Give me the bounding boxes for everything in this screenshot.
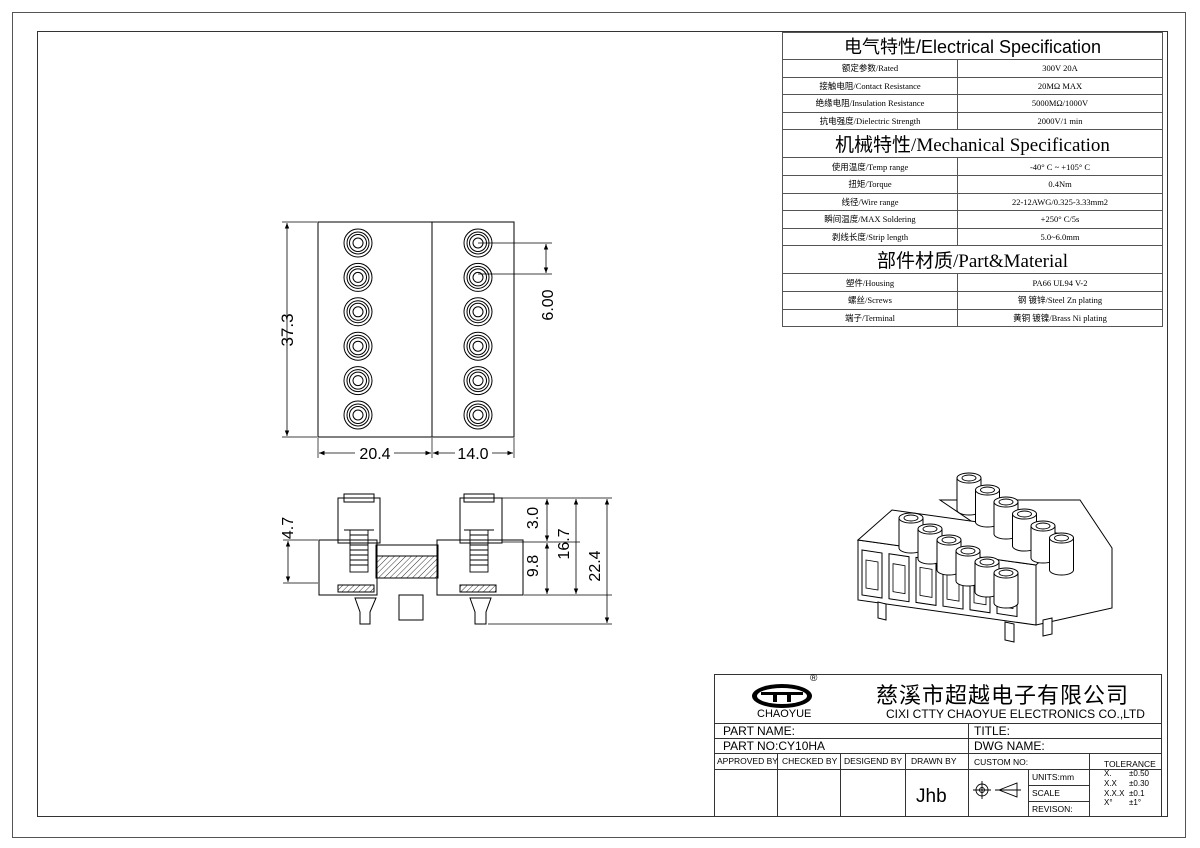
screw-hole-icon — [463, 297, 493, 327]
title-label: TITLE: — [974, 724, 1011, 738]
sheet-border-outer — [12, 12, 1186, 838]
logo-text: CHAOYUE — [757, 708, 812, 720]
screw-hole-icon — [463, 262, 493, 292]
screw-hole-icon — [463, 331, 493, 361]
screw-hole-icon — [343, 297, 373, 327]
tolerance-key: X° — [1104, 798, 1113, 807]
company-name-en: CIXI CTTY CHAOYUE ELECTRONICS CO.,LTD — [886, 707, 1145, 721]
left-screw-holes — [343, 228, 373, 430]
tolerance-title: TOLERANCE — [1104, 759, 1156, 769]
wire-slot — [915, 556, 937, 606]
screw-post-icon — [975, 484, 1000, 528]
screw-hole-icon — [463, 400, 493, 430]
tolerance-value: ±1° — [1129, 798, 1142, 807]
designed-by-label: DESIGEND BY — [844, 756, 903, 766]
tolerance-value: ±0.1 — [1129, 789, 1145, 798]
top-view — [282, 221, 552, 458]
table-row: 使用温度/Temp range-40° C ~ +105° C — [782, 157, 1163, 176]
company-name-cn: 慈溪市超越电子有限公司 — [876, 683, 1130, 708]
checked-by-label: CHECKED BY — [782, 756, 838, 766]
registered-mark: ® — [810, 673, 818, 684]
electrical-title: 电气特性/Electrical Specification — [782, 32, 1163, 60]
screw-post-icon — [1049, 532, 1074, 576]
dim-side-a: 4.7 — [280, 517, 297, 539]
dim-side-e: 22.4 — [587, 550, 604, 581]
dim-side-d: 16.7 — [556, 528, 573, 559]
screw-post-icon — [936, 534, 962, 576]
isometric-view — [856, 472, 1113, 643]
mechanical-title: 机械特性/Mechanical Specification — [782, 129, 1163, 159]
approved-by-label: APPROVED BY — [717, 756, 778, 766]
specification-table: 电气特性/Electrical Specification 额定参数/Rated… — [782, 32, 1163, 328]
part-number: PART NO:CY10HA — [723, 739, 826, 753]
side-view — [283, 493, 612, 625]
screw-hole-icon — [343, 400, 373, 430]
screw-hole-icon — [343, 262, 373, 292]
dwg-name-label: DWG NAME: — [974, 739, 1045, 753]
chaoyue-logo-icon — [752, 684, 812, 708]
tolerance-value: ±0.30 — [1129, 779, 1149, 788]
screw-hole-icon — [343, 366, 373, 396]
screw-post-icon — [974, 556, 1000, 598]
tolerance-key: X. — [1104, 769, 1112, 778]
wire-slot — [888, 553, 910, 603]
custom-no-label: CUSTOM NO: — [974, 757, 1029, 767]
wire-slot — [861, 549, 883, 599]
dim-side-b: 3.0 — [525, 507, 542, 529]
projection-symbol-icon — [973, 781, 1021, 799]
dim-width-left: 20.4 — [359, 446, 390, 463]
title-block: ® CHAOYUE 慈溪市超越电子有限公司 CIXI CTTY CHAOYUE … — [714, 673, 1162, 817]
sheet-border-inner — [37, 31, 1168, 817]
tolerance-key: X.X — [1104, 779, 1117, 788]
revision-label: REVISON: — [1032, 804, 1073, 814]
top-view-outline — [317, 221, 515, 438]
part-name-label: PART NAME: — [723, 724, 796, 738]
scale-label: SCALE — [1032, 788, 1060, 798]
right-screw-holes — [463, 228, 493, 430]
dim-height-total: 37.3 — [278, 313, 297, 346]
drawer-name: Jhb — [916, 786, 947, 807]
units-label: UNITS:mm — [1032, 772, 1075, 782]
screw-hole-icon — [463, 366, 493, 396]
drawn-by-label: DRAWN BY — [911, 756, 957, 766]
screw-hole-icon — [343, 228, 373, 258]
tolerance-value: ±0.50 — [1129, 769, 1149, 778]
screw-posts — [898, 472, 1074, 609]
dim-pitch: 6.00 — [540, 289, 557, 320]
dim-width-right: 14.0 — [457, 446, 488, 463]
tolerance-key: X.X.X — [1104, 789, 1125, 798]
screw-hole-icon — [343, 331, 373, 361]
screw-post-icon — [1012, 508, 1037, 552]
table-row: 瞬间温度/MAX Soldering+250° C/5s — [782, 210, 1163, 229]
material-title: 部件材质/Part&Material — [782, 245, 1163, 275]
dim-side-c: 9.8 — [525, 555, 542, 577]
screw-post-icon — [993, 567, 1019, 609]
